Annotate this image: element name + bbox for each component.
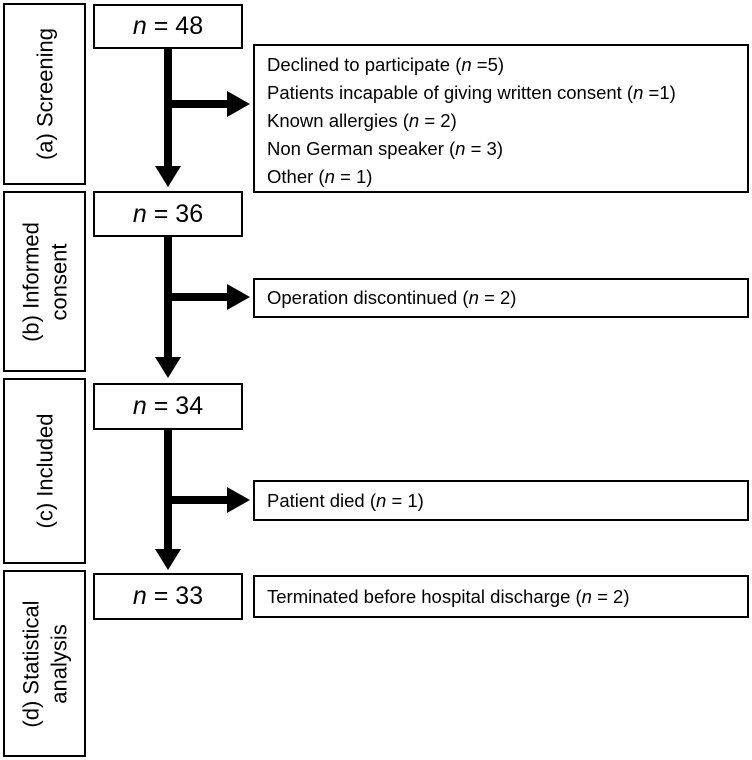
exclusion-box-statistical-analysis: Terminated before hospital discharge (n … [253, 575, 749, 618]
n-symbol: n [132, 199, 147, 228]
flow-box-n36-text: n = 36 [133, 200, 203, 229]
down-arrow-head-1 [155, 166, 181, 187]
exclusion-reason: Patients incapable of giving written con… [267, 82, 676, 103]
n-symbol: n [581, 585, 592, 607]
exclusion-reason: Other (n = 1) [267, 166, 373, 187]
n-symbol: n [324, 166, 335, 187]
exclusion-reason: Non German speaker (n = 3) [267, 138, 504, 159]
count-value: = 48 [146, 12, 204, 40]
stage-label-included: (c) Included [31, 413, 57, 529]
stage-box-included: (c) Included [3, 378, 86, 564]
exclusion-reason: Declined to participate (n =5) [267, 54, 505, 75]
stage-label-statistical-analysis: (d) Statistical analysis [18, 599, 71, 728]
stage-box-screening: (a) Screening [3, 3, 86, 185]
flow-box-n48-text: n = 48 [133, 12, 203, 41]
count-value: = 36 [146, 199, 204, 228]
flow-box-n36: n = 36 [93, 191, 243, 237]
n-symbol: n [455, 138, 466, 159]
n-symbol: n [132, 582, 147, 610]
down-arrow-head-3 [155, 549, 181, 570]
branch-arrow-shaft-2 [168, 293, 228, 301]
stage-box-statistical-analysis: (d) Statistical analysis [3, 570, 86, 757]
branch-arrow-head-3 [227, 487, 250, 513]
n-symbol: n [132, 12, 147, 40]
down-arrow-shaft-3 [164, 430, 172, 550]
stage-box-informed-consent: (b) Informed consent [3, 191, 86, 372]
n-symbol: n [461, 54, 472, 75]
n-symbol: n [408, 110, 420, 131]
flow-box-n48: n = 48 [93, 4, 243, 49]
n-symbol: n [468, 287, 479, 308]
exclusion-reason: Known allergies (n = 2) [267, 110, 457, 131]
branch-arrow-shaft-3 [168, 496, 228, 504]
branch-arrow-shaft-1 [168, 100, 228, 108]
n-symbol: n [132, 392, 147, 420]
branch-arrow-head-1 [227, 91, 250, 117]
exclusion-reason: Terminated before hospital discharge (n … [267, 585, 630, 607]
n-symbol: n [633, 82, 644, 103]
exclusion-reason: Patient died (n = 1) [267, 489, 424, 511]
flow-box-n33-text: n = 33 [133, 582, 203, 611]
down-arrow-head-2 [155, 357, 181, 378]
count-value: = 34 [146, 392, 204, 420]
down-arrow-shaft-1 [164, 49, 172, 167]
flow-box-n33: n = 33 [93, 573, 243, 620]
flow-box-n34-text: n = 34 [133, 392, 203, 421]
stage-label-screening: (a) Screening [31, 27, 57, 161]
exclusion-box-informed-consent: Operation discontinued (n = 2) [253, 278, 749, 318]
exclusion-box-included: Patient died (n = 1) [253, 480, 749, 521]
count-value: = 33 [146, 582, 204, 610]
exclusion-box-screening: Declined to participate (n =5) Patients … [253, 44, 749, 193]
exclusion-reason: Operation discontinued (n = 2) [267, 287, 517, 308]
flow-box-n34: n = 34 [93, 383, 243, 430]
n-symbol: n [376, 489, 387, 511]
branch-arrow-head-2 [227, 284, 250, 310]
stage-label-informed-consent: (b) Informed consent [18, 221, 71, 342]
